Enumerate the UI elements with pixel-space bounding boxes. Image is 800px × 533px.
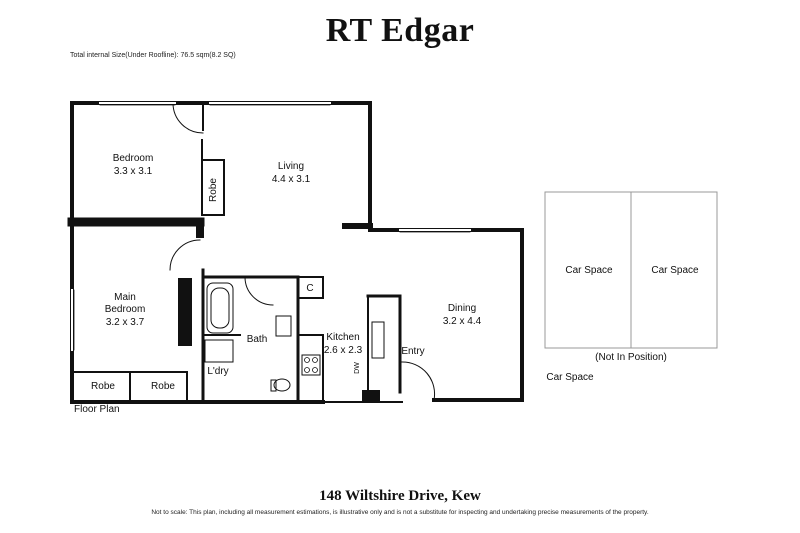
room-dining-name: Dining xyxy=(448,303,476,314)
room-cupboard: C xyxy=(306,283,313,294)
door-swing-bedroom xyxy=(172,102,204,134)
room-laundry: L'dry xyxy=(207,366,228,377)
room-main-bedroom-size: 3.2 x 3.7 xyxy=(106,317,145,328)
floor-plan-label: Floor Plan xyxy=(74,404,120,415)
wall-bath-column xyxy=(178,278,192,346)
room-main-bedroom-name1: Main xyxy=(114,292,136,303)
room-bath: Bath xyxy=(247,334,268,345)
room-dw: DW xyxy=(354,362,361,374)
wall-cupboard xyxy=(297,276,324,299)
disclaimer: Not to scale: This plan, including all m… xyxy=(151,509,649,516)
vanity xyxy=(275,315,292,337)
room-bedroom-name: Bedroom xyxy=(113,153,154,164)
wall-entry xyxy=(366,294,402,394)
room-bedroom-size: 3.3 x 3.1 xyxy=(114,166,153,177)
wall-bedroom-robe xyxy=(201,139,225,216)
wall-robes xyxy=(71,371,188,403)
toilet xyxy=(273,378,291,392)
car-space-note: (Not In Position) xyxy=(595,352,667,363)
laundry-box xyxy=(204,339,234,363)
sink xyxy=(371,321,385,359)
room-living-name: Living xyxy=(278,161,304,172)
car-space-label: Car Space xyxy=(546,372,594,383)
wall-main-door-post xyxy=(196,226,204,238)
door-swing-entry xyxy=(401,361,436,401)
room-main-bedroom-name2: Bedroom xyxy=(105,304,146,315)
room-robe-upper: Robe xyxy=(208,178,219,202)
cooktop xyxy=(301,354,321,376)
car-space-1: Car Space xyxy=(565,265,613,276)
bathtub xyxy=(206,282,234,334)
property-address: 148 Wiltshire Drive, Kew xyxy=(319,488,481,504)
wall-outer-left xyxy=(70,101,202,404)
door-swing-main xyxy=(169,239,201,271)
brand-title: RT Edgar xyxy=(325,12,475,49)
room-kitchen-size: 2.6 x 2.3 xyxy=(324,345,363,356)
room-robe-right: Robe xyxy=(151,381,175,392)
room-living-size: 4.4 x 3.1 xyxy=(272,174,311,185)
room-kitchen-name: Kitchen xyxy=(326,332,359,343)
door-swing-bath xyxy=(244,276,274,306)
kitchen-bench xyxy=(299,334,324,401)
size-note: Total internal Size(Under Roofline): 76.… xyxy=(70,52,236,59)
room-dining-size: 3.2 x 4.4 xyxy=(443,316,482,327)
entry-post xyxy=(362,390,380,402)
car-space-2: Car Space xyxy=(651,265,699,276)
room-entry: Entry xyxy=(401,346,424,357)
room-robe-left: Robe xyxy=(91,381,115,392)
